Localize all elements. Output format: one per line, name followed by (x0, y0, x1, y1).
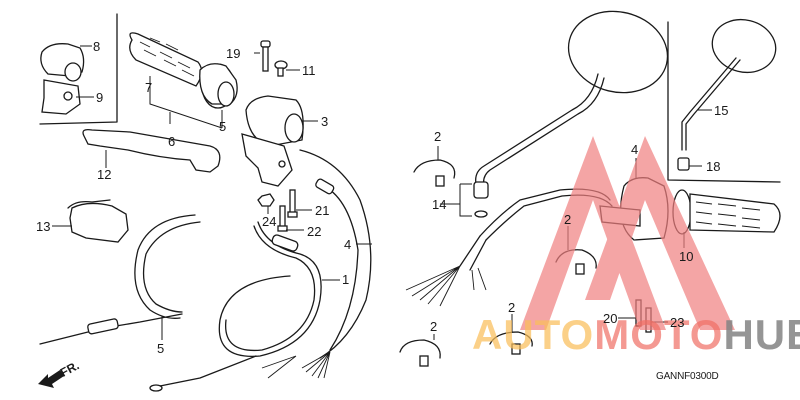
callout-25: 24 (262, 214, 277, 229)
harness-part-5 (261, 149, 372, 379)
nut-part-25 (257, 193, 275, 207)
callout-4: 4 (631, 142, 639, 157)
callout-14: 12 (97, 167, 112, 182)
bolt-part-19 (260, 40, 271, 72)
screw-part-22 (287, 189, 298, 218)
housing-part-11-12 (40, 43, 85, 115)
callout-2b: 2 (564, 212, 572, 227)
callout-2a: 2 (434, 129, 442, 144)
lever-part-14 (82, 128, 221, 173)
watermark-logo: AUTOMOTOHUB (472, 314, 800, 356)
switch-part-17 (473, 181, 489, 218)
left-mirror (475, 10, 669, 187)
cable-part-6 (39, 214, 201, 345)
watermark-word-auto: AUTO (472, 311, 595, 358)
nut-part-20 (677, 157, 690, 171)
callout-leaders (52, 45, 712, 340)
drawing-code: GANNF0300D (656, 371, 719, 382)
watermark-triangle-icon (520, 136, 735, 330)
callout-24: 23 (670, 315, 685, 330)
callout-12: 9 (96, 90, 104, 105)
screw-part-23 (277, 205, 288, 232)
callout-10: 10 (679, 249, 694, 264)
front-direction-arrow-icon (38, 370, 64, 388)
callout-19: 19 (226, 46, 241, 61)
grip-part-9 (129, 32, 203, 87)
inset-frame-right (667, 21, 781, 183)
watermark-word-hub: HUB (723, 311, 800, 358)
callout-7: 6 (168, 134, 176, 149)
callout-11: 8 (93, 39, 101, 54)
lever-cover-part-15 (67, 199, 129, 243)
callout-23: 22 (307, 224, 322, 239)
callout-1: 1 (342, 272, 350, 287)
right-mirror-part-18 (681, 18, 777, 151)
band-clip-2d (489, 331, 533, 355)
callout-13: 11 (302, 63, 316, 78)
callout-2c: 2 (430, 319, 438, 334)
right-grip-part-10 (672, 189, 781, 235)
callout-6: 5 (157, 341, 165, 356)
band-clip-2c (399, 339, 441, 367)
callout-3: 3 (321, 114, 329, 129)
callout-5: 4 (344, 237, 352, 252)
throttle-pipe-part-8 (199, 63, 238, 109)
callout-8: 5 (219, 119, 227, 134)
watermark-word-moto: MOTO (594, 311, 724, 358)
callout-2d: 2 (508, 300, 516, 315)
callout-21: 20 (603, 311, 618, 326)
callout-20: 18 (706, 159, 721, 174)
cable-part-1 (149, 221, 322, 392)
callout-18: 15 (714, 103, 729, 118)
callout-15: 13 (36, 219, 51, 234)
callout-17: 14 (432, 197, 447, 212)
callout-9: 7 (145, 80, 153, 95)
inset-frame-left (39, 13, 118, 125)
screw-part-13 (274, 60, 288, 77)
band-clip-2a (413, 159, 456, 187)
callout-22: 21 (315, 203, 330, 218)
left-switch-part-3 (241, 95, 304, 187)
